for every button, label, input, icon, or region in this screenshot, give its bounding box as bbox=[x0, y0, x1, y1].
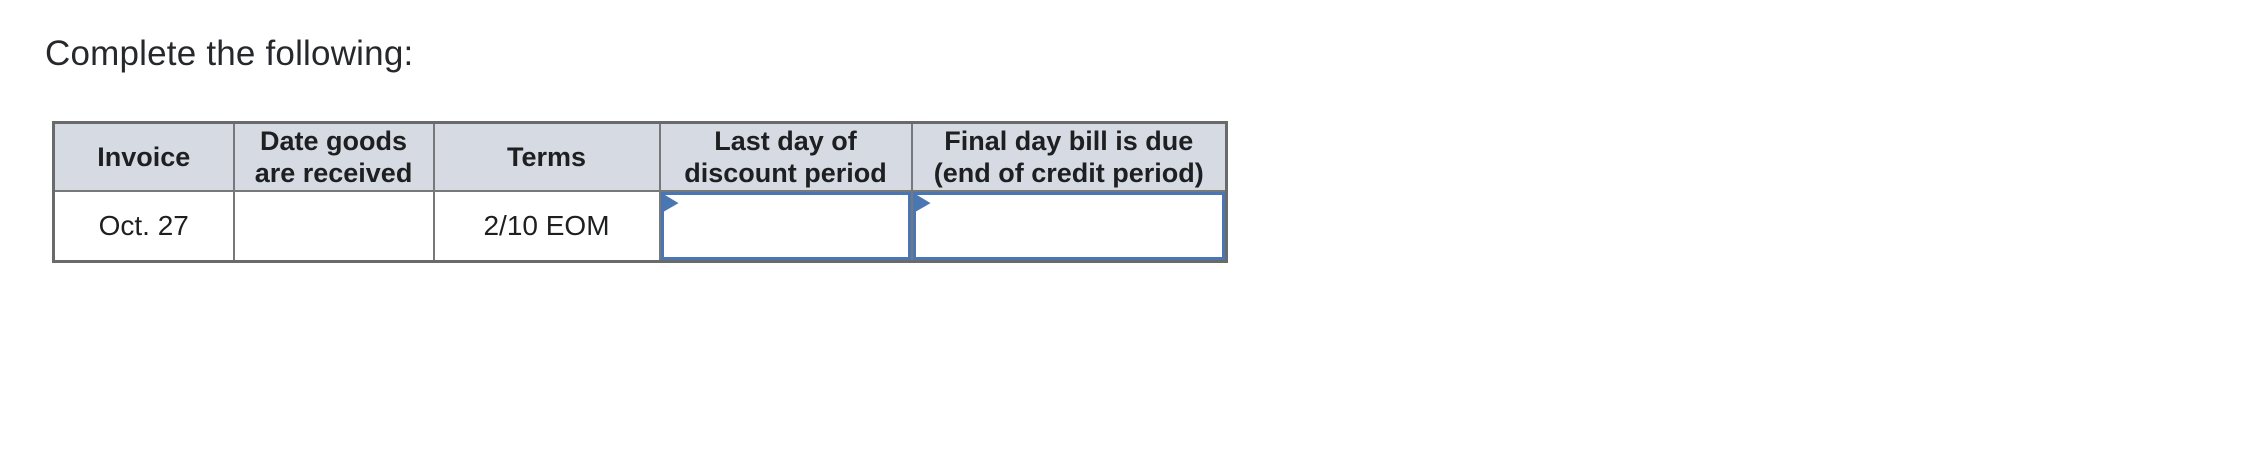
final-day-due-input[interactable] bbox=[915, 194, 1222, 257]
last-day-discount-answer-box[interactable] bbox=[661, 192, 910, 260]
completion-table: Invoice Date goods are received Terms La… bbox=[52, 121, 1228, 263]
final-day-due-answer-box[interactable] bbox=[913, 192, 1225, 260]
date-goods-received-cell bbox=[232, 189, 435, 262]
invoice-date-cell: Oct. 27 bbox=[52, 189, 235, 262]
page-title: Complete the following: bbox=[45, 34, 414, 73]
column-header-last-day-discount: Last day of discount period bbox=[658, 121, 913, 192]
column-header-invoice: Invoice bbox=[52, 121, 235, 192]
terms-cell: 2/10 EOM bbox=[432, 189, 661, 262]
column-header-terms: Terms bbox=[432, 121, 661, 192]
last-day-discount-input[interactable] bbox=[663, 194, 908, 257]
last-day-discount-cell bbox=[658, 189, 913, 262]
final-day-due-cell bbox=[910, 189, 1228, 262]
column-header-final-day-due: Final day bill is due (end of credit per… bbox=[910, 121, 1228, 192]
header-row: Invoice Date goods are received Terms La… bbox=[52, 121, 1228, 192]
table-row: Oct. 27 2/10 EOM bbox=[52, 189, 1228, 262]
column-header-date-goods-received: Date goods are received bbox=[232, 121, 435, 192]
